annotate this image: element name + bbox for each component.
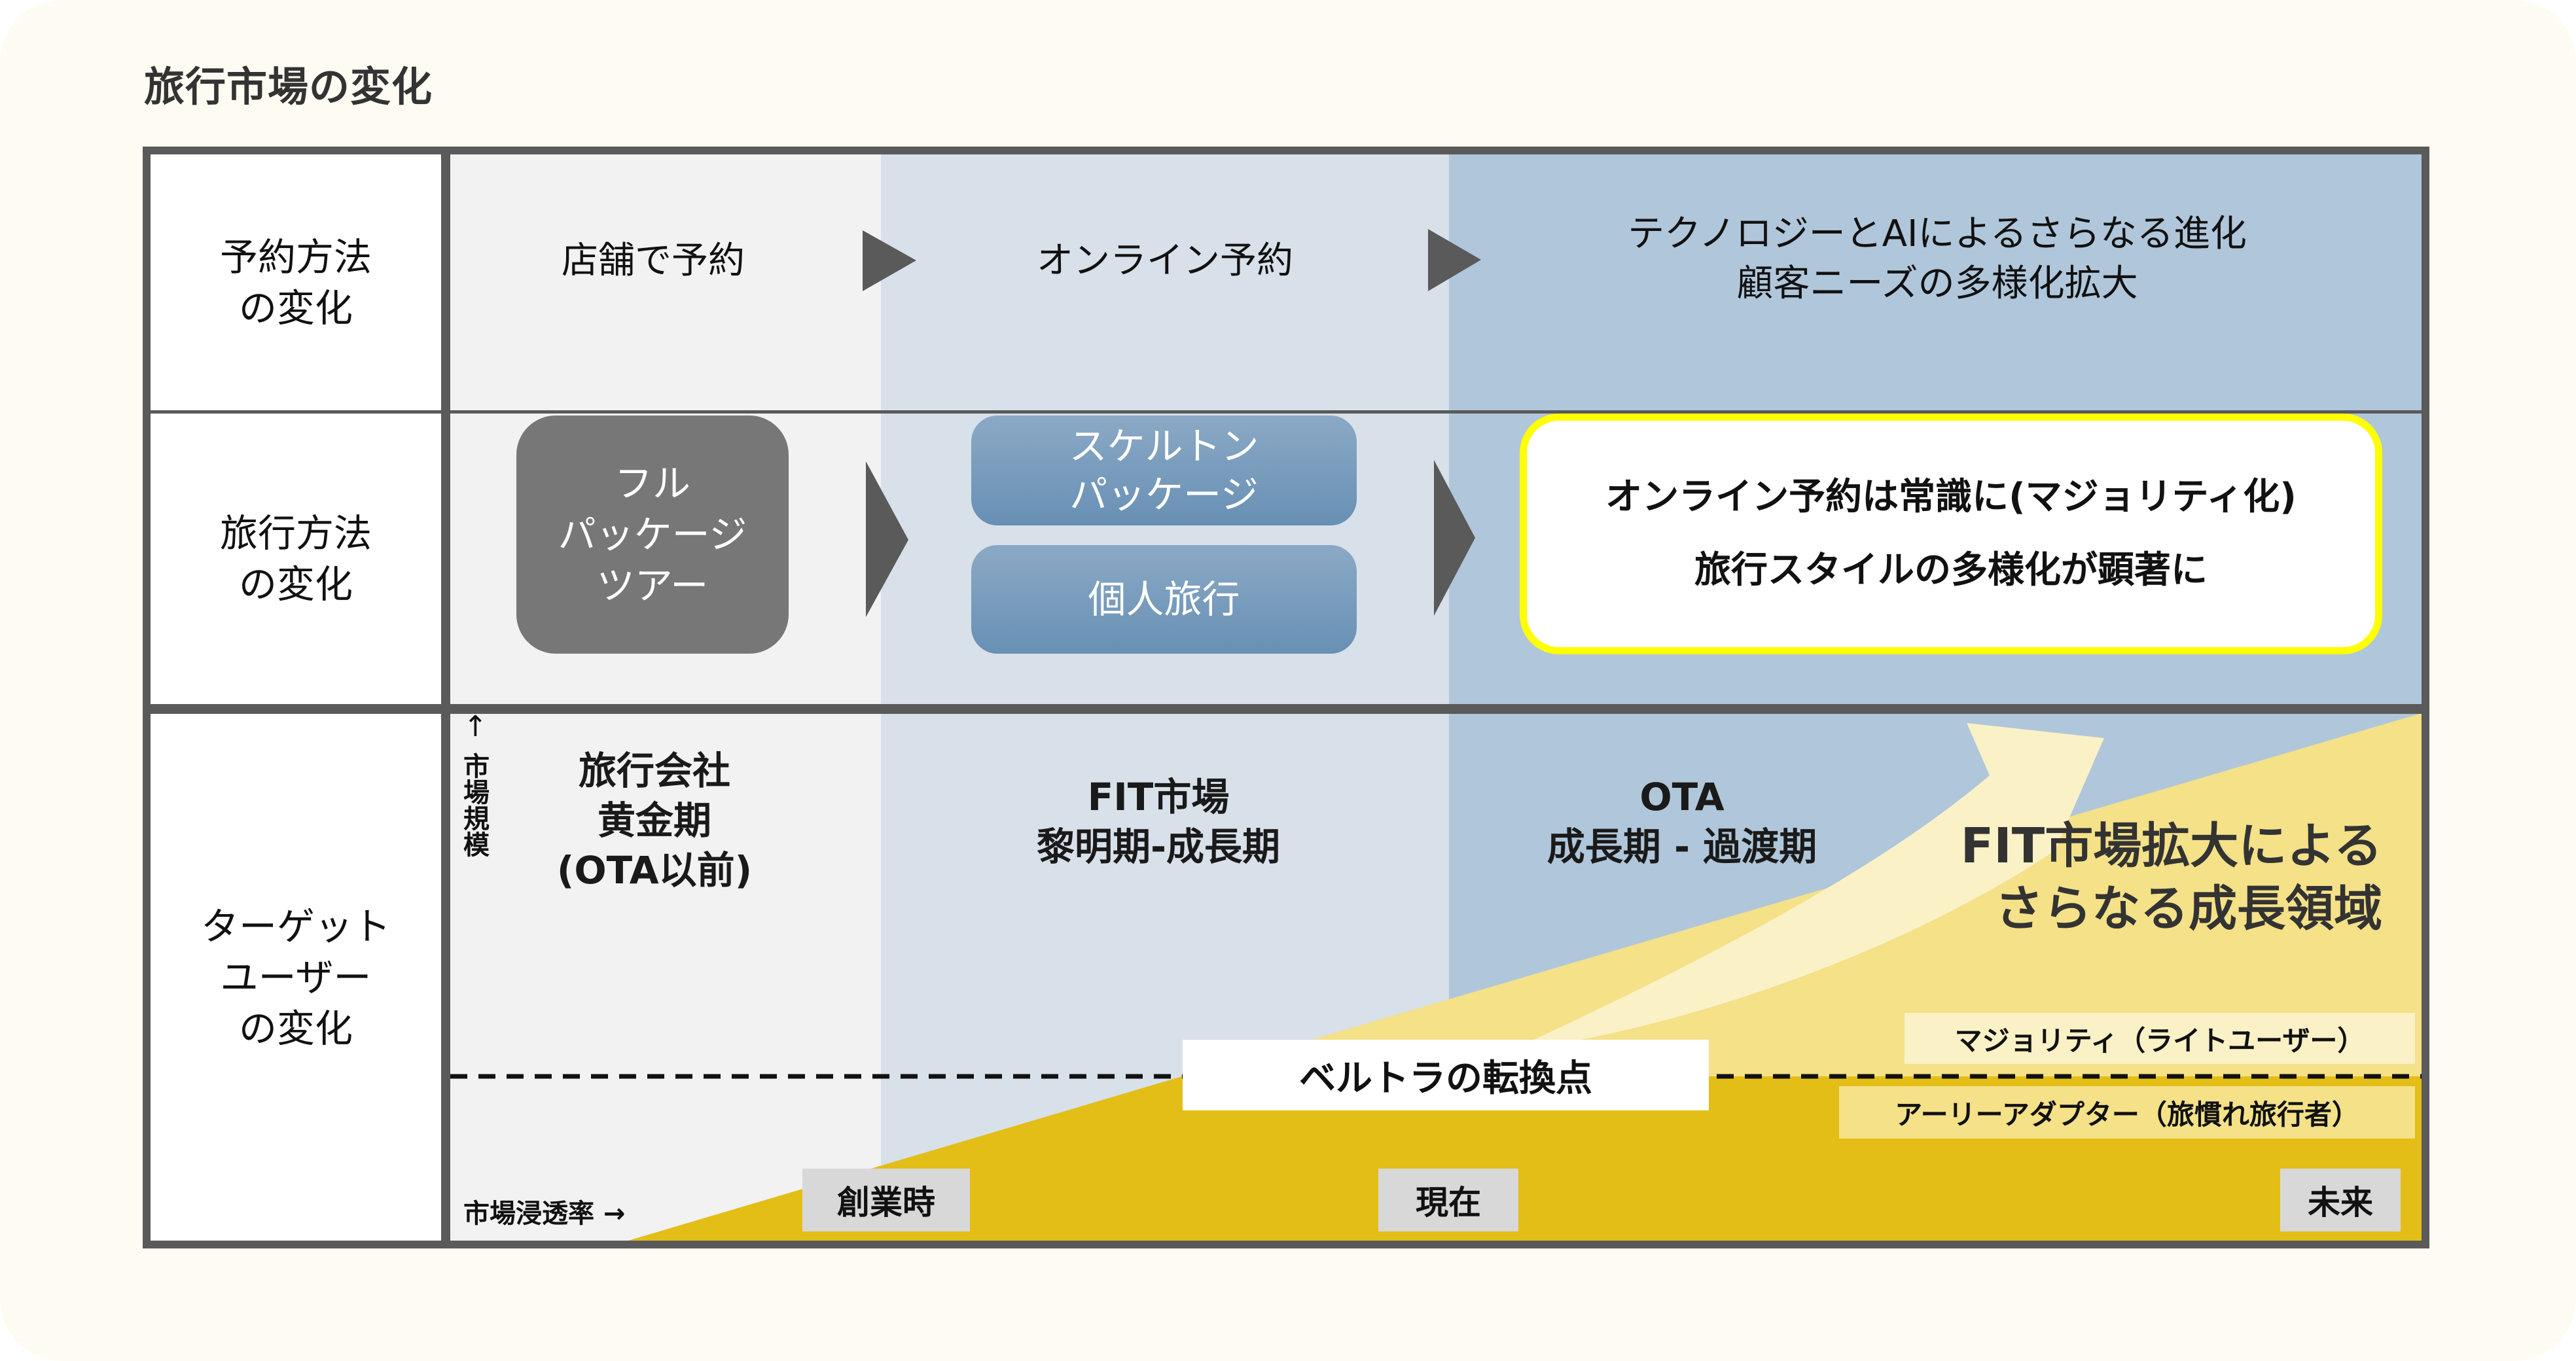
band-era2-row1 [881, 154, 1449, 410]
majority-label: マジョリティ（ライトユーザー） [1905, 1013, 2415, 1064]
row-label-travel: 旅行方法 の変化 [219, 511, 372, 607]
band-era1-row1 [450, 154, 881, 410]
early-adopter-label: アーリーアダプター（旅慣れ旅行者） [1839, 1086, 2415, 1139]
booking-stage-store: 店舗で予約 [562, 239, 745, 282]
phase-travel-agency: 旅行会社 黄金期 (OTA以前) [556, 749, 753, 893]
label-cell-travel [151, 414, 441, 704]
chevron-right-icon [866, 461, 908, 617]
band-era1-row3 [450, 714, 881, 1241]
timeline-founding: 創業時 [802, 1169, 970, 1231]
arrow-right-icon [1428, 229, 1481, 291]
full-package-tour-box: フル パッケージ ツアー [516, 415, 789, 654]
timeline-present: 現在 [1378, 1169, 1518, 1231]
online-majority-highlight-box: オンライン予約は常識に(マジョリティ化) 旅行スタイルの多様化が顕著に [1520, 414, 2382, 654]
phase-ota: OTA 成長期 - 過渡期 [1547, 775, 1817, 869]
turning-point-label: ベルトラの転換点 [1183, 1040, 1709, 1110]
label-cell-target [151, 714, 441, 1241]
up-arrow-icon: ↑ [463, 710, 488, 743]
band-era3-row1 [1449, 154, 2422, 410]
booking-stage-online: オンライン予約 [1037, 239, 1293, 282]
timeline-future: 未来 [2280, 1169, 2401, 1231]
row-label-booking: 予約方法 の変化 [219, 234, 372, 330]
y-axis-label-market-size: 市場規模 [459, 752, 489, 857]
label-cell-booking [151, 154, 441, 410]
skeleton-package-box: スケルトン パッケージ [971, 415, 1357, 525]
phase-fit-market: FIT市場 黎明期-成長期 [1036, 775, 1281, 869]
chevron-right-icon [1434, 460, 1475, 616]
row-label-target: ターゲット ユーザー の変化 [200, 904, 391, 1051]
booking-stage-ai: テクノロジーとAIによるさらなる進化 顧客ニーズの多様化拡大 [1628, 213, 2247, 305]
individual-travel-box: 個人旅行 [971, 545, 1357, 654]
growth-arrow-icon [1518, 723, 2104, 1050]
page-title: 旅行市場の変化 [144, 63, 433, 111]
growth-area-text: FIT市場拡大による さらなる成長領域 [1960, 818, 2382, 937]
x-axis-label-penetration: 市場浸透率 → [463, 1199, 626, 1229]
arrow-right-icon [863, 230, 916, 291]
